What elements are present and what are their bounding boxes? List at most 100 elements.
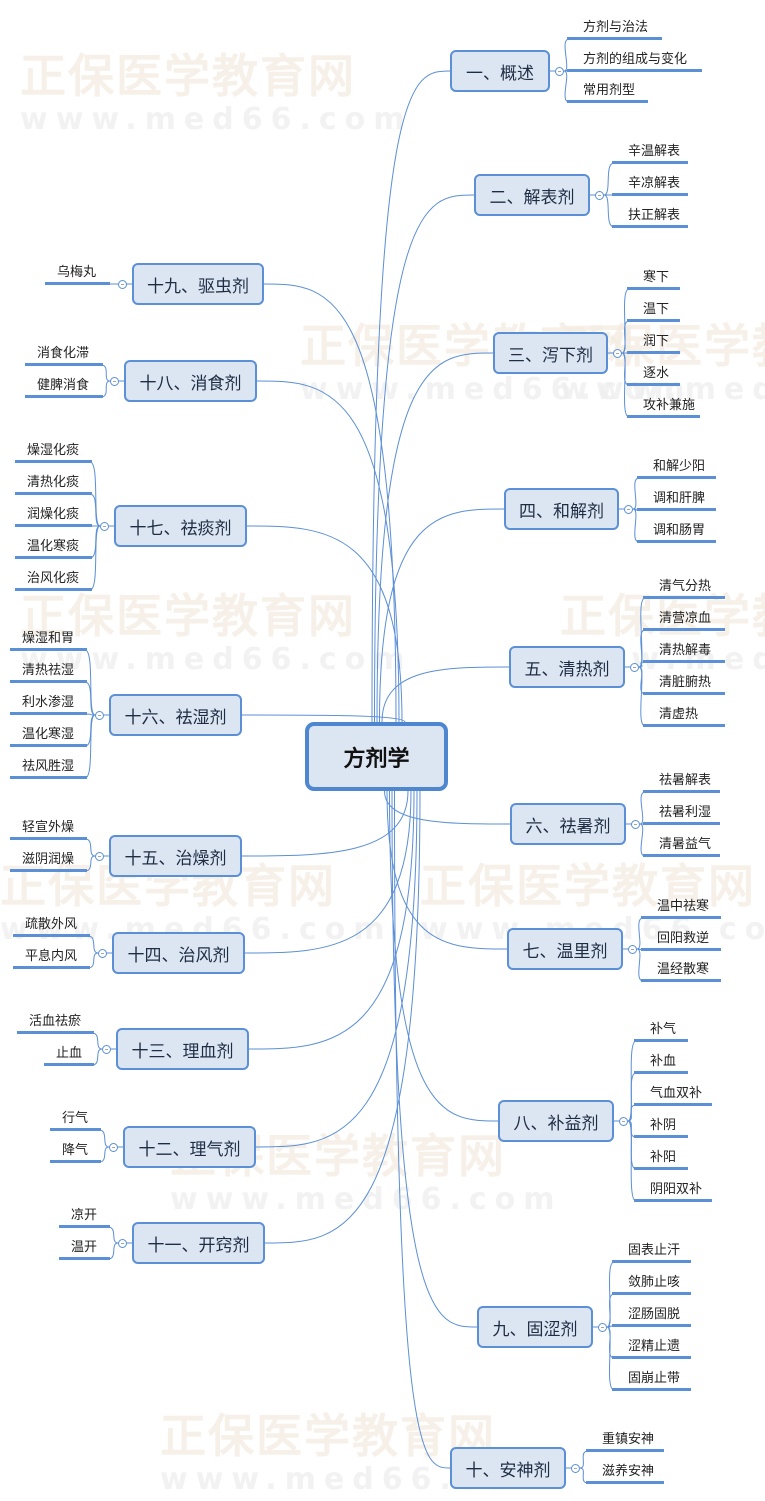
leaf-node[interactable]: 调和肠胃 (637, 523, 716, 543)
collapse-toggle-icon[interactable] (555, 66, 564, 76)
leaf-node[interactable]: 清热化痰 (15, 475, 92, 495)
leaf-node[interactable]: 治风化痰 (15, 571, 92, 591)
leaf-node[interactable]: 润燥化痰 (15, 507, 92, 527)
branch-node[interactable]: 七、温里剂 (507, 928, 623, 970)
leaf-node[interactable]: 消食化滞 (25, 346, 103, 366)
leaf-node[interactable]: 温开 (59, 1240, 110, 1260)
leaf-node[interactable]: 攻补兼施 (627, 398, 700, 418)
leaf-node[interactable]: 阴阳双补 (634, 1182, 712, 1202)
leaf-node[interactable]: 凉开 (59, 1208, 110, 1228)
leaf-node[interactable]: 调和肝脾 (637, 491, 716, 511)
collapse-toggle-icon[interactable] (110, 376, 119, 386)
collapse-toggle-icon[interactable] (624, 504, 633, 514)
leaf-node[interactable]: 清暑益气 (643, 837, 720, 857)
leaf-node[interactable]: 固崩止带 (612, 1371, 691, 1391)
leaf-node[interactable]: 逐水 (627, 366, 680, 386)
branch-node[interactable]: 十八、消食剂 (124, 360, 257, 402)
leaf-node[interactable]: 敛肺止咳 (612, 1275, 691, 1295)
leaf-node[interactable]: 常用剂型 (567, 83, 648, 103)
leaf-node[interactable]: 清气分热 (643, 579, 725, 599)
leaf-node[interactable]: 辛凉解表 (612, 176, 688, 196)
leaf-node[interactable]: 降气 (50, 1143, 101, 1163)
leaf-node[interactable]: 利水渗湿 (10, 695, 87, 715)
leaf-node[interactable]: 燥湿化痰 (15, 443, 92, 463)
leaf-node[interactable]: 祛暑利湿 (643, 805, 720, 825)
collapse-toggle-icon[interactable] (631, 819, 640, 829)
branch-node[interactable]: 十、安神剂 (450, 1447, 566, 1489)
collapse-toggle-icon[interactable] (598, 1322, 607, 1332)
collapse-toggle-icon[interactable] (118, 279, 127, 289)
branch-node[interactable]: 八、补益剂 (498, 1100, 614, 1142)
branch-node[interactable]: 十九、驱虫剂 (132, 263, 264, 305)
collapse-toggle-icon[interactable] (98, 948, 107, 958)
branch-node[interactable]: 一、概述 (450, 50, 550, 92)
branch-node[interactable]: 十四、治风剂 (112, 932, 245, 974)
branch-node[interactable]: 十三、理血剂 (116, 1028, 249, 1070)
collapse-toggle-icon[interactable] (109, 1142, 118, 1152)
branch-node[interactable]: 六、祛暑剂 (510, 803, 626, 845)
leaf-node[interactable]: 轻宣外燥 (10, 820, 87, 840)
collapse-toggle-icon[interactable] (595, 190, 604, 200)
leaf-node[interactable]: 方剂与治法 (567, 20, 662, 40)
branch-node[interactable]: 十一、开窍剂 (132, 1222, 265, 1264)
leaf-node[interactable]: 温中祛寒 (641, 899, 721, 919)
collapse-toggle-icon[interactable] (118, 1238, 127, 1248)
leaf-node[interactable]: 扶正解表 (612, 208, 688, 228)
leaf-node[interactable]: 润下 (627, 334, 680, 354)
leaf-node[interactable]: 补血 (634, 1054, 688, 1074)
leaf-node[interactable]: 方剂的组成与变化 (567, 52, 702, 72)
leaf-node[interactable]: 辛温解表 (612, 144, 688, 164)
leaf-node[interactable]: 温化寒湿 (10, 727, 87, 747)
collapse-toggle-icon[interactable] (630, 662, 639, 672)
leaf-node[interactable]: 滋养安神 (586, 1464, 664, 1484)
root-node[interactable]: 方剂学 (305, 722, 448, 791)
leaf-node[interactable]: 燥湿和胃 (10, 631, 87, 651)
leaf-node[interactable]: 健脾消食 (25, 378, 103, 398)
leaf-node[interactable]: 涩精止遗 (612, 1339, 691, 1359)
leaf-node[interactable]: 涩肠固脱 (612, 1307, 691, 1327)
leaf-node[interactable]: 补阴 (634, 1118, 688, 1138)
leaf-node[interactable]: 乌梅丸 (45, 265, 110, 285)
leaf-node[interactable]: 平息内风 (13, 949, 90, 969)
branch-node[interactable]: 十六、祛湿剂 (109, 694, 242, 736)
leaf-node[interactable]: 止血 (44, 1046, 94, 1066)
branch-node[interactable]: 十五、治燥剂 (109, 835, 242, 877)
collapse-toggle-icon[interactable] (100, 521, 109, 531)
branch-node[interactable]: 二、解表剂 (474, 174, 590, 216)
leaf-node[interactable]: 疏散外风 (13, 917, 90, 937)
branch-node[interactable]: 九、固涩剂 (477, 1306, 593, 1348)
leaf-node[interactable]: 寒下 (627, 270, 680, 290)
leaf-node[interactable]: 清热解毒 (643, 643, 725, 663)
collapse-toggle-icon[interactable] (102, 1044, 111, 1054)
leaf-node[interactable]: 和解少阳 (637, 459, 716, 479)
collapse-toggle-icon[interactable] (571, 1463, 580, 1473)
leaf-node[interactable]: 固表止汗 (612, 1243, 691, 1263)
branch-node[interactable]: 三、泻下剂 (493, 332, 608, 374)
collapse-toggle-icon[interactable] (95, 851, 104, 861)
leaf-node[interactable]: 祛风胜湿 (10, 759, 87, 779)
leaf-node[interactable]: 补阳 (634, 1150, 688, 1170)
leaf-node[interactable]: 行气 (50, 1111, 101, 1131)
leaf-node[interactable]: 温下 (627, 302, 680, 322)
leaf-node[interactable]: 补气 (634, 1022, 688, 1042)
leaf-node[interactable]: 回阳救逆 (641, 931, 721, 951)
leaf-node[interactable]: 气血双补 (634, 1086, 712, 1106)
leaf-node[interactable]: 清脏腑热 (643, 675, 725, 695)
leaf-node[interactable]: 活血祛瘀 (17, 1014, 94, 1034)
leaf-node[interactable]: 温化寒痰 (15, 539, 92, 559)
leaf-node[interactable]: 温经散寒 (641, 962, 721, 982)
branch-node[interactable]: 四、和解剂 (504, 488, 619, 530)
leaf-node[interactable]: 清热祛湿 (10, 663, 87, 683)
leaf-node[interactable]: 滋阴润燥 (10, 852, 87, 872)
collapse-toggle-icon[interactable] (95, 710, 104, 720)
collapse-toggle-icon[interactable] (619, 1116, 628, 1126)
branch-node[interactable]: 五、清热剂 (509, 646, 625, 688)
leaf-node[interactable]: 祛暑解表 (643, 773, 720, 793)
branch-node[interactable]: 十二、理气剂 (123, 1126, 256, 1168)
collapse-toggle-icon[interactable] (613, 348, 622, 358)
branch-node[interactable]: 十七、祛痰剂 (114, 505, 247, 547)
leaf-node[interactable]: 清虚热 (643, 707, 725, 727)
collapse-toggle-icon[interactable] (628, 944, 637, 954)
leaf-node[interactable]: 重镇安神 (586, 1432, 664, 1452)
leaf-node[interactable]: 清营凉血 (643, 611, 725, 631)
